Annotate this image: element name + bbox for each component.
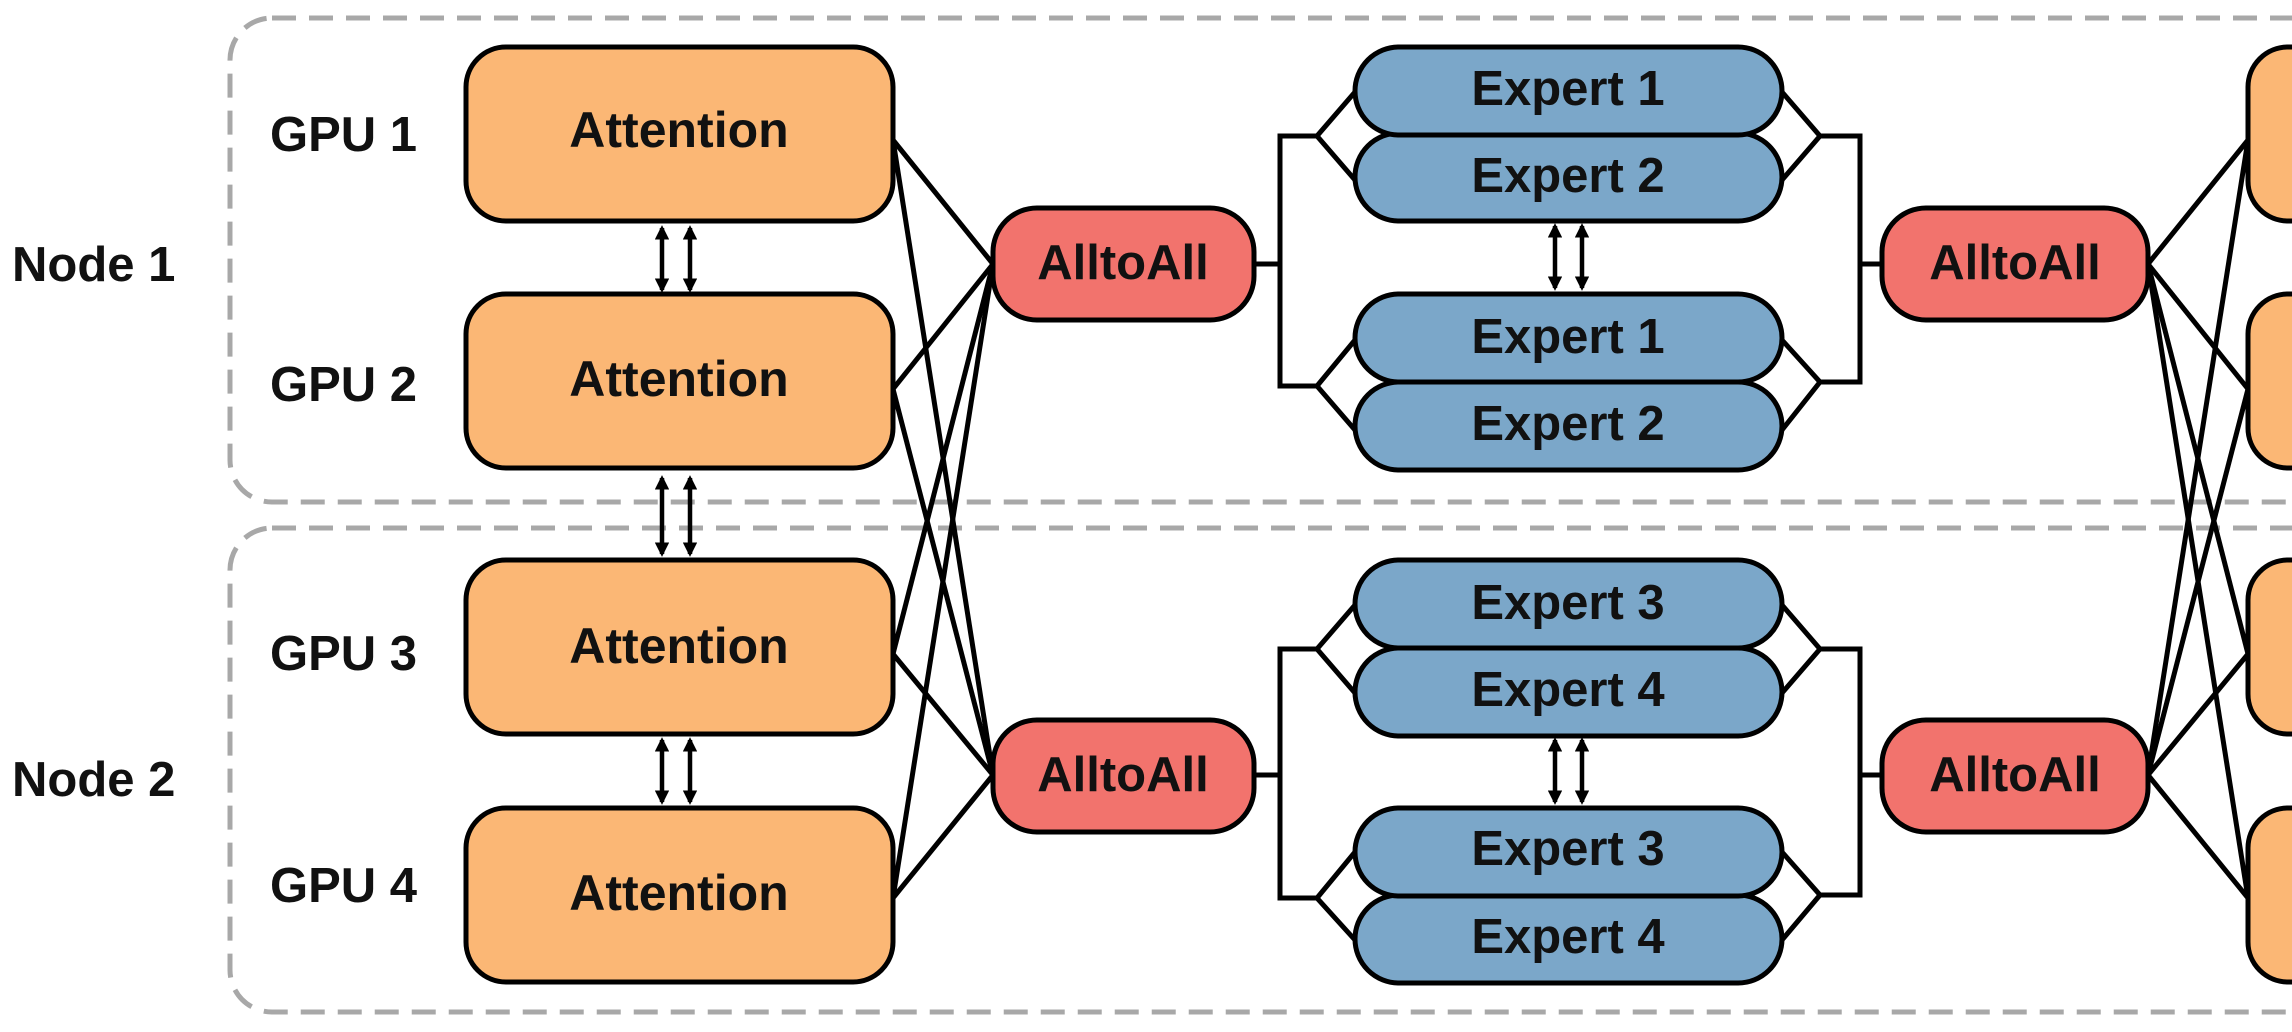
expert-sync-arrows	[1547, 223, 1590, 805]
attention-block-gpu-4: Attention	[463, 805, 896, 985]
gpu-4-label: GPU 4	[270, 859, 417, 913]
expert-label: Expert 1	[1471, 310, 1664, 364]
alltoall-label: AlltoAll	[1929, 748, 2100, 802]
gpu-1-label: GPU 1	[270, 108, 417, 162]
next-attention-gpu-4	[2245, 805, 2292, 985]
expert-label: Expert 3	[1471, 576, 1664, 630]
expert-group-gpu-1: Expert 2 Expert 1	[1352, 44, 1785, 224]
expert-label: Expert 2	[1471, 149, 1664, 203]
alltoall-combine-node-2: AlltoAll	[1879, 717, 2151, 835]
expert-group-gpu-4: Expert 4 Expert 3	[1352, 805, 1785, 986]
expert-label: Expert 4	[1471, 910, 1664, 964]
next-attention-gpu-1	[2245, 44, 2292, 224]
alltoall-dispatch-node-1: AlltoAll	[990, 205, 1257, 323]
expert-label: Expert 4	[1471, 663, 1664, 717]
attention-to-alltoall-links	[890, 138, 996, 900]
gpu-3-label: GPU 3	[270, 627, 417, 681]
attention-block-gpu-3: Attention	[463, 557, 896, 737]
alltoall-to-next-stage-links	[2145, 138, 2251, 900]
alltoall-combine-node-1: AlltoAll	[1879, 205, 2151, 323]
expert-dispatch-brackets	[1254, 90, 1357, 942]
next-stage-attention-blocks	[2245, 44, 2292, 985]
alltoall-label: AlltoAll	[1929, 236, 2100, 290]
alltoall-label: AlltoAll	[1037, 236, 1208, 290]
expert-label: Expert 2	[1471, 397, 1664, 451]
next-attention-gpu-3	[2245, 557, 2292, 737]
attention-label: Attention	[569, 102, 788, 158]
attention-block-gpu-1: Attention	[463, 44, 896, 224]
alltoall-label: AlltoAll	[1037, 748, 1208, 802]
node-2-label: Node 2	[12, 753, 175, 807]
node-2-boundary	[227, 525, 2292, 1015]
expert-combine-brackets	[1780, 90, 1882, 942]
attention-sync-arrows	[654, 225, 698, 805]
gpu-2-label: GPU 2	[270, 358, 417, 412]
attention-label: Attention	[569, 351, 788, 407]
node-1-boundary	[227, 15, 2292, 505]
attention-label: Attention	[569, 865, 788, 921]
next-attention-gpu-2	[2245, 291, 2292, 471]
alltoall-dispatch-node-2: AlltoAll	[990, 717, 1257, 835]
node-1-label: Node 1	[12, 238, 175, 292]
attention-label: Attention	[569, 618, 788, 674]
expert-group-gpu-2: Expert 2 Expert 1	[1352, 291, 1785, 473]
expert-label: Expert 3	[1471, 822, 1664, 876]
expert-group-gpu-3: Expert 4 Expert 3	[1352, 557, 1785, 739]
expert-label: Expert 1	[1471, 62, 1664, 116]
attention-block-gpu-2: Attention	[463, 291, 896, 471]
